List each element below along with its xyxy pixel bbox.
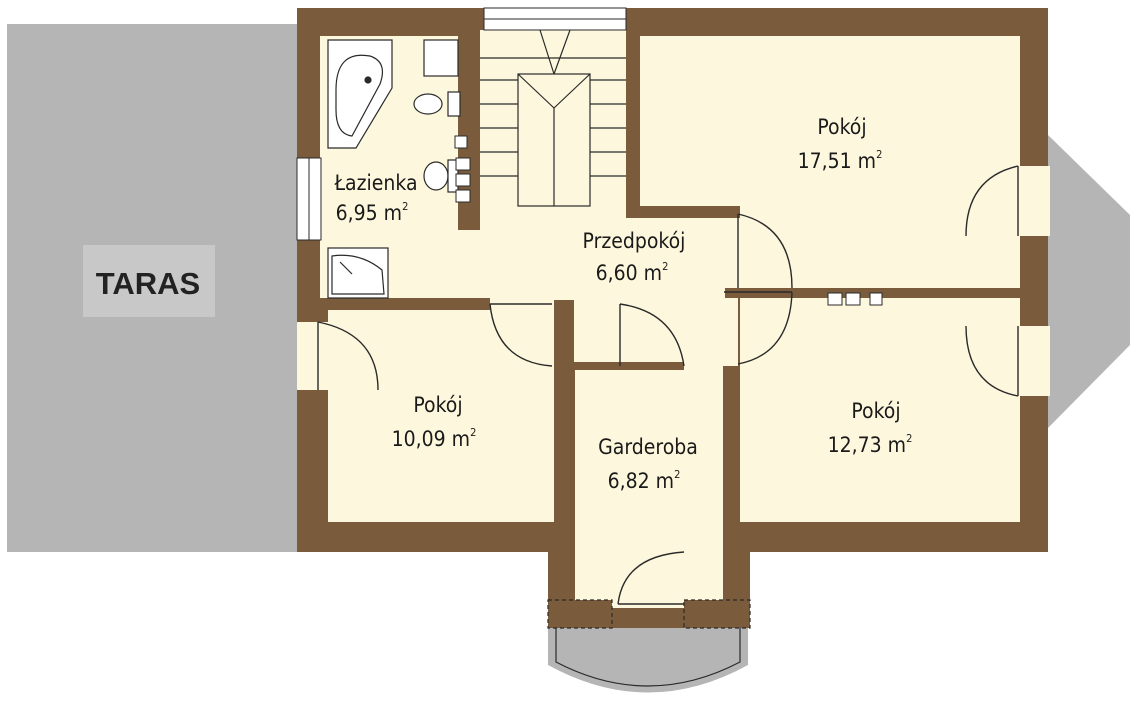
bay-windows [547,599,751,687]
bathroom-name: Łazienka [333,171,417,195]
interior-walls [320,30,1048,602]
wardrobe-name: Garderoba [598,435,698,459]
door-openings [297,166,1050,608]
hall-name: Przedpokój [583,229,686,253]
wardrobe-area-value: 6,82 m [608,469,674,493]
room-se-area: 12,73 m2 [828,432,913,457]
room-se-area-value: 12,73 m [828,433,906,457]
hall-area-value: 6,60 m [596,261,662,285]
room-ne-area: 17,51 m2 [798,148,883,173]
toilet-icon [413,39,461,117]
room-ne-name: Pokój [817,115,866,139]
wardrobe-area-sup: 2 [674,468,680,481]
bathtub-icon [327,39,393,149]
floors [320,30,1020,602]
room-sw-area-sup: 2 [470,426,476,439]
shower-icon [327,247,389,299]
terrace-label: TARAS [96,266,200,301]
room-se-area-sup: 2 [906,432,912,445]
sink-icon [423,159,459,193]
room-sw-area: 10,09 m2 [392,426,477,451]
room-ne-area-value: 17,51 m [798,149,876,173]
bottom-bay [548,628,748,693]
ventilation-icon [454,135,883,306]
right-bay [1048,135,1130,428]
wardrobe-area: 6,82 m2 [608,468,681,493]
bathroom-area-sup: 2 [402,200,408,213]
room-ne-area-sup: 2 [876,148,882,161]
room-sw-name: Pokój [413,393,462,417]
door-swings [317,165,1019,605]
staircase [480,29,626,207]
bathroom-area: 6,95 m2 [336,200,409,225]
terrace-label-bg [83,245,215,317]
room-se-name: Pokój [851,399,900,423]
hall-area: 6,60 m2 [596,260,669,285]
bathroom-area-value: 6,95 m [336,201,402,225]
room-sw-area-value: 10,09 m [392,427,470,451]
hall-area-sup: 2 [662,260,668,273]
